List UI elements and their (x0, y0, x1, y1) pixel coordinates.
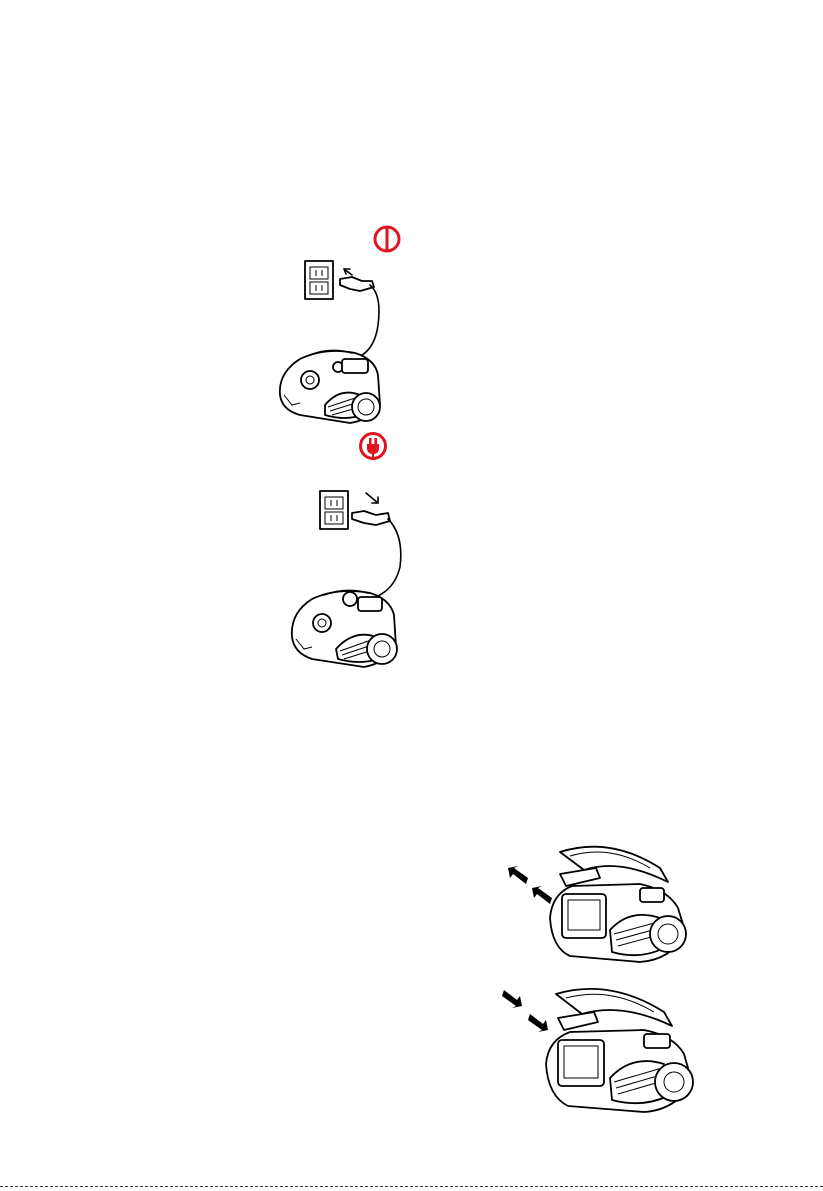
figure-remove-bag (500, 838, 700, 968)
arrow-in-icon (502, 990, 522, 1008)
vacuum-cleaner-icon (292, 590, 397, 667)
wall-outlet-icon (320, 491, 348, 529)
figure-insert-bag (498, 978, 708, 1118)
vacuum-cleaner-icon (280, 350, 380, 423)
page-bottom-border (0, 1186, 823, 1187)
figure-unplug (284, 487, 424, 677)
power-switch-off-icon (372, 224, 402, 254)
arrow-out-icon (508, 866, 528, 884)
figure-switch-off (270, 255, 410, 435)
wall-outlet-icon (305, 261, 333, 299)
arrow-out-icon (532, 886, 552, 904)
arrow-in-icon (528, 1014, 548, 1032)
